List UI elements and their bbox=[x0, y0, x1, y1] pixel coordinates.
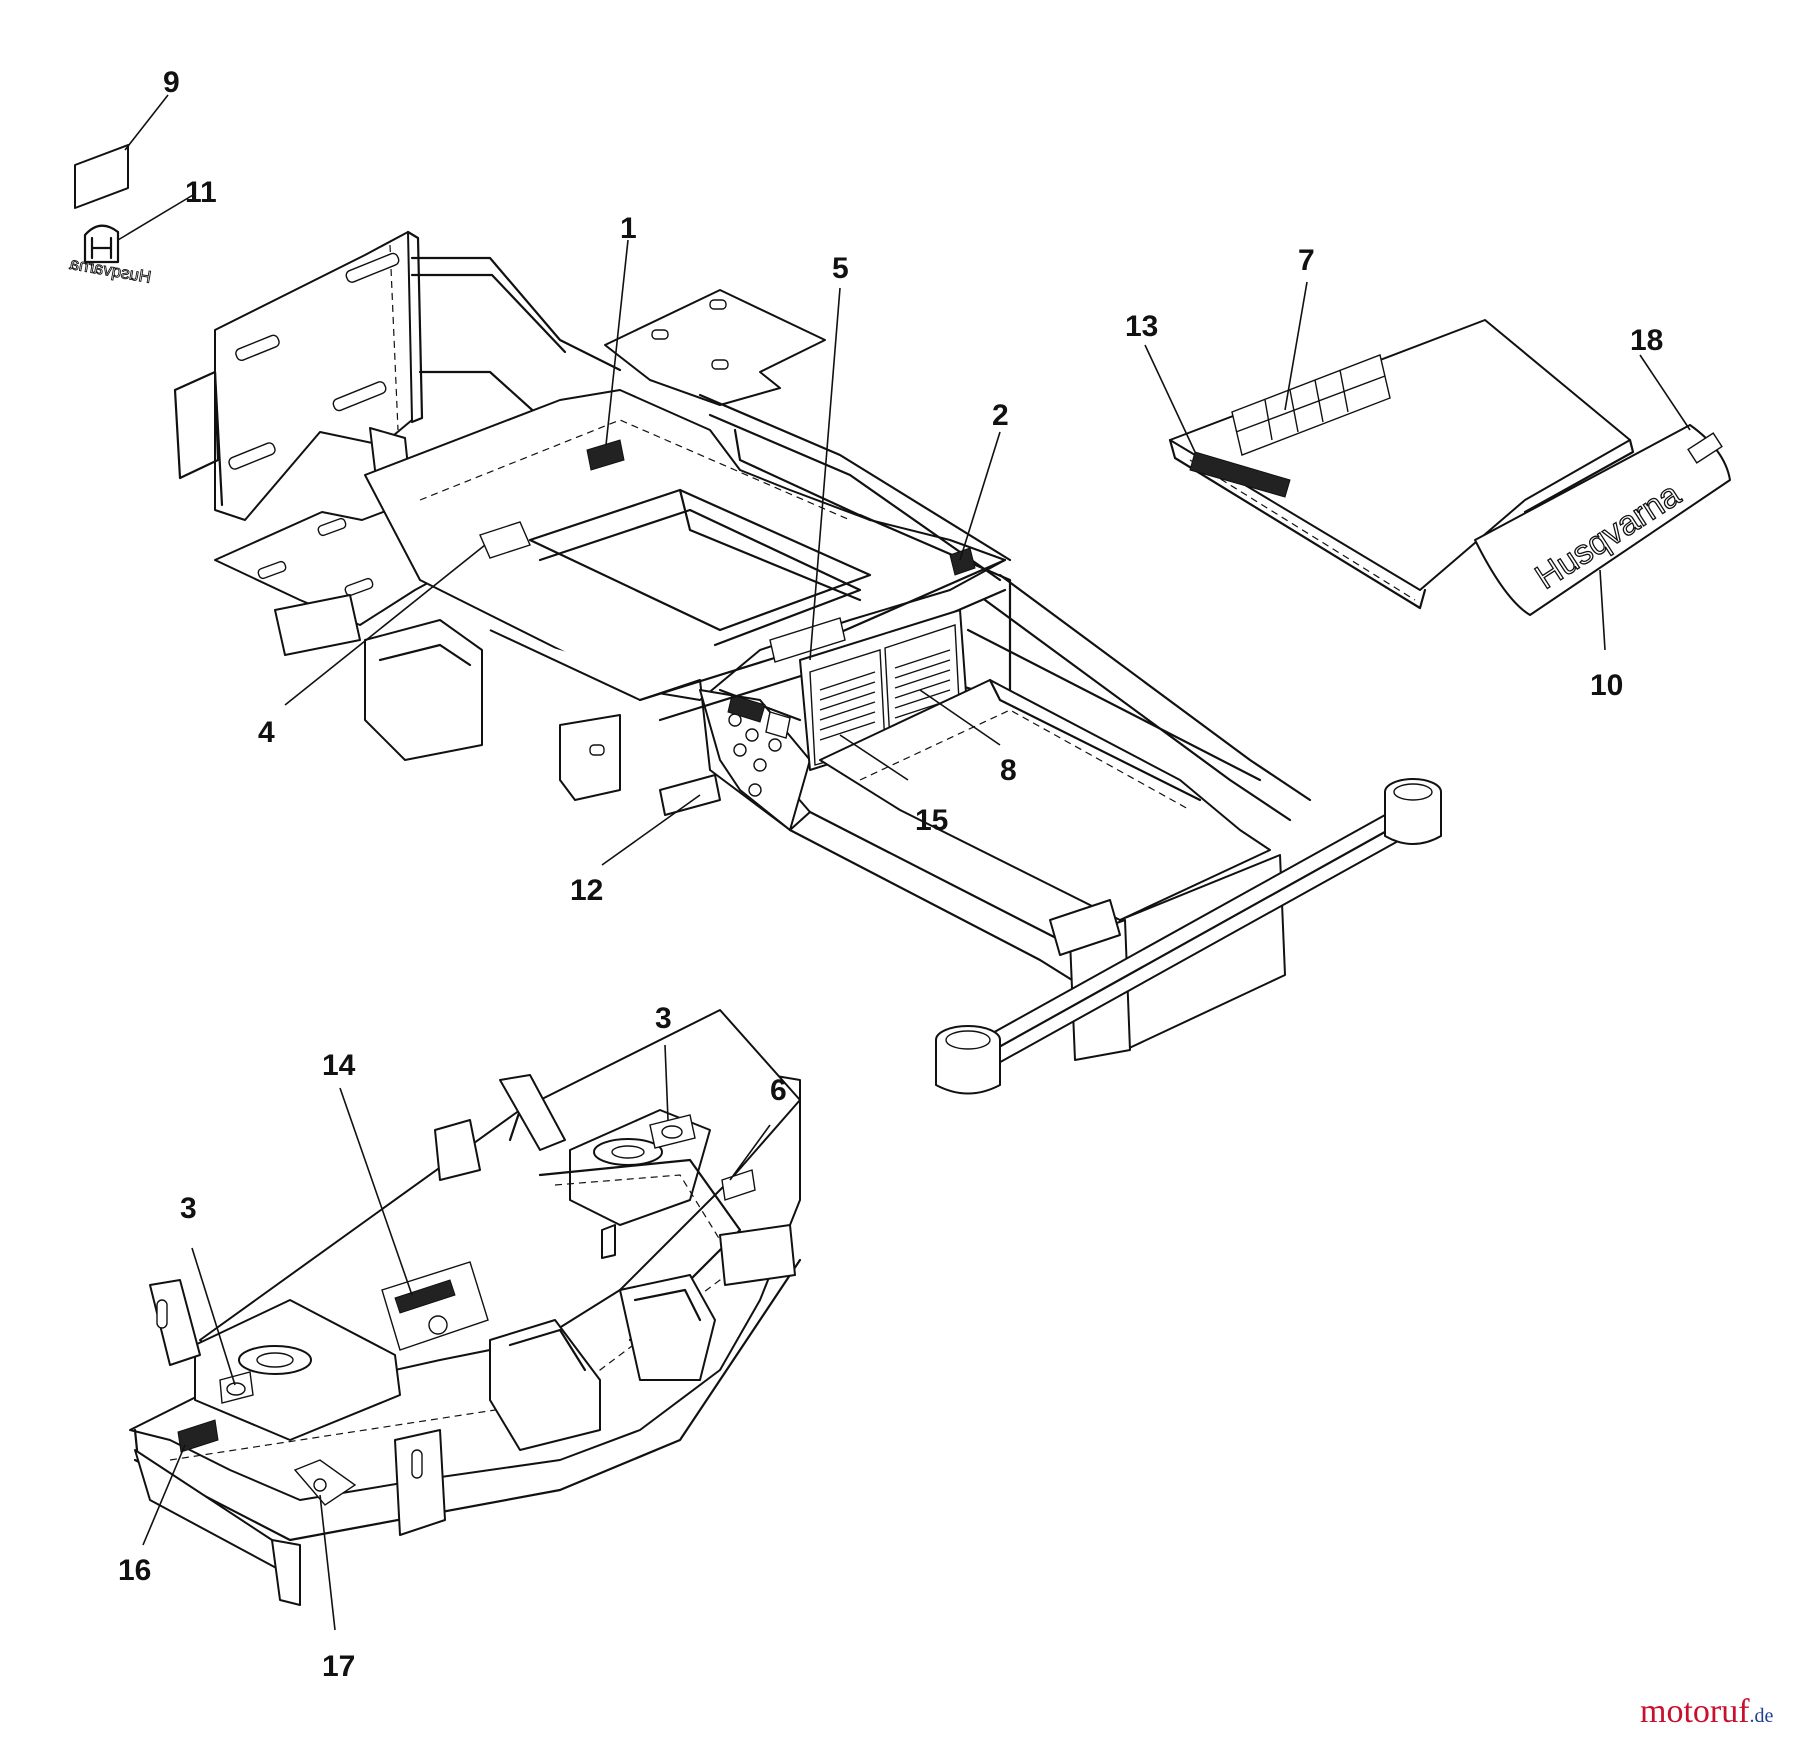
callout-13: 13 bbox=[1125, 310, 1158, 343]
mirrored-brand-name: Husqvarna bbox=[68, 254, 153, 287]
callout-labels: 1 5 2 7 13 18 9 11 4 8 15 12 10 3 14 6 3… bbox=[118, 66, 1663, 1683]
callout-9: 9 bbox=[163, 66, 180, 99]
callout-11: 11 bbox=[185, 176, 217, 209]
decal-9 bbox=[74, 144, 129, 209]
watermark-text: motoruf.de bbox=[1640, 1693, 1774, 1730]
leader-lines bbox=[117, 94, 1691, 1631]
callout-15: 15 bbox=[915, 804, 948, 837]
callout-8: 8 bbox=[1000, 754, 1017, 787]
callout-16: 16 bbox=[118, 1554, 151, 1587]
callout-3-left: 3 bbox=[180, 1192, 197, 1225]
callout-2: 2 bbox=[992, 399, 1009, 432]
decal-11: Husqvarna bbox=[67, 224, 153, 287]
watermark: motoruf.de bbox=[1640, 1693, 1774, 1730]
callout-12: 12 bbox=[570, 874, 603, 907]
callout-7: 7 bbox=[1298, 244, 1315, 277]
callout-5: 5 bbox=[832, 252, 849, 285]
watermark-tld: .de bbox=[1750, 1705, 1774, 1727]
callout-17: 17 bbox=[322, 1650, 355, 1683]
cover-plate bbox=[1168, 319, 1635, 610]
callout-18: 18 bbox=[1630, 324, 1663, 357]
callout-4: 4 bbox=[258, 716, 275, 749]
watermark-main: motoruf bbox=[1640, 1693, 1750, 1730]
callout-14: 14 bbox=[322, 1049, 356, 1082]
callout-10: 10 bbox=[1590, 669, 1623, 702]
callout-3-top: 3 bbox=[655, 1002, 672, 1035]
mower-deck bbox=[129, 1009, 802, 1606]
main-frame bbox=[173, 230, 1442, 1095]
callout-1: 1 bbox=[620, 212, 637, 245]
callout-6: 6 bbox=[770, 1074, 787, 1107]
